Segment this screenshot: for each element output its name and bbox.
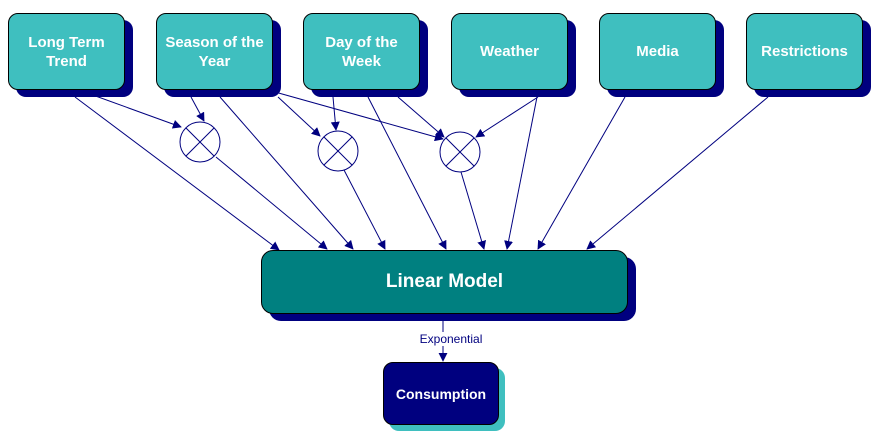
node-label: Long Term Trend <box>28 33 105 70</box>
edge-season-of-the-year-to-mult-1 <box>190 96 205 122</box>
edge-long-term-trend-to-linear-model <box>74 96 280 251</box>
edge-long-term-trend-to-mult-1 <box>89 93 182 129</box>
edge-mult-2-to-linear-model <box>343 169 386 250</box>
edge-media-to-linear-model <box>537 96 626 250</box>
edge-day-of-the-week-to-mult-2 <box>330 96 340 131</box>
node-restrictions[interactable]: Restrictions <box>746 13 863 90</box>
edge-day-of-the-week-to-mult-3 <box>397 96 445 138</box>
node-label: Media <box>636 43 679 60</box>
node-weather[interactable]: Weather <box>451 13 568 90</box>
node-label: Day of the Week <box>325 33 398 70</box>
edge-season-of-the-year-to-mult-2 <box>277 96 321 137</box>
node-label: Linear Model <box>385 271 504 292</box>
edge-weather-to-mult-3 <box>475 96 539 138</box>
multiplier-node-mult-1[interactable] <box>179 121 221 163</box>
node-media[interactable]: Media <box>599 13 716 90</box>
edge-season-of-the-year-to-mult-3 <box>274 91 444 142</box>
edge-weather-to-linear-model <box>504 96 538 250</box>
edge-day-of-the-week-to-linear-model <box>367 96 447 250</box>
node-season-of-the-year[interactable]: Season of the Year <box>156 13 273 90</box>
node-linear-model[interactable]: Linear Model <box>261 250 628 314</box>
node-consumption[interactable]: Consumption <box>383 362 499 425</box>
multiplier-node-mult-2[interactable] <box>317 130 359 172</box>
node-label: Consumption <box>395 385 487 402</box>
node-day-of-the-week[interactable]: Day of the Week <box>303 13 420 90</box>
edge-mult-3-to-linear-model <box>460 171 486 250</box>
edge-restrictions-to-linear-model <box>586 96 769 250</box>
multiply-cross-icon <box>323 136 353 166</box>
node-long-term-trend[interactable]: Long Term Trend <box>8 13 125 90</box>
node-label: Season of the Year <box>165 33 264 70</box>
multiplier-node-mult-3[interactable] <box>439 131 481 173</box>
node-label: Weather <box>480 43 539 60</box>
node-label: Restrictions <box>761 43 848 60</box>
edge-season-of-the-year-to-linear-model <box>219 96 354 250</box>
edge-mult-1-to-linear-model <box>215 156 328 250</box>
edges-group <box>74 91 769 362</box>
edge-label-exponential: Exponential <box>408 332 494 346</box>
multiply-cross-icon <box>445 137 475 167</box>
multiply-cross-icon <box>185 127 215 157</box>
multipliers-group <box>179 121 481 173</box>
